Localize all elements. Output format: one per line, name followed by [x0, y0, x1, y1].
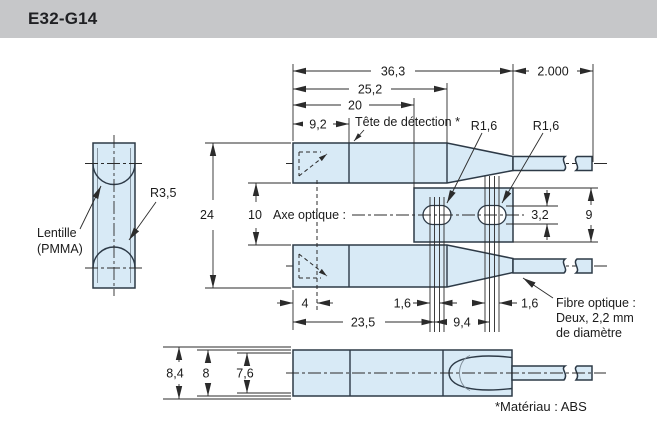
dim-overall-width: 36,3: [381, 65, 405, 79]
dim-hole-height: 3,2: [531, 208, 548, 222]
dim-hole-width-right: 1,6: [521, 297, 538, 311]
dim-body-length: 23,5: [351, 316, 375, 330]
label-radius-left: R1,6: [471, 119, 497, 133]
dim-thickness-mid: 8: [203, 367, 210, 381]
label-optical-axis: Axe optique :: [273, 208, 346, 222]
technical-drawing: Lentille (PMMA) R3,5: [37, 64, 636, 414]
label-radius-right: R1,6: [533, 119, 559, 133]
label-lens-material-2: (PMMA): [37, 242, 83, 256]
dim-lens-from-edge: 4: [302, 297, 309, 311]
dim-head-width: 20: [348, 99, 362, 113]
dim-body-width: 25,2: [358, 83, 382, 97]
label-fiber-note-2: Deux, 2,2 mm: [556, 311, 634, 325]
dim-height: 24: [200, 208, 214, 222]
label-fiber-note-3: de diamètre: [556, 326, 622, 340]
dim-slot-width: 10: [248, 208, 262, 222]
top-arm: [292, 142, 514, 184]
fiber-cable-top-end: [573, 155, 593, 172]
dim-hole-pitch: 9,4: [453, 316, 470, 330]
bottom-arm: [292, 244, 514, 288]
title-bar: E32-G14: [0, 0, 657, 38]
fiber-cable-bottom: [512, 258, 568, 274]
label-fiber-note-1: Fibre optique :: [556, 296, 636, 310]
bottom-view: 8,4 8 7,6: [163, 346, 606, 400]
dim-thickness-outer: 8,4: [166, 367, 183, 381]
page-title: E32-G14: [28, 9, 98, 28]
dim-block-height: 9: [586, 208, 593, 222]
prism-bottom: [298, 253, 328, 279]
side-view: Lentille (PMMA) R3,5: [37, 135, 176, 296]
label-lens-material-1: Lentille: [37, 226, 77, 240]
label-lens-radius: R3,5: [150, 186, 176, 200]
main-view: Axe optique : 36,3 2.000: [200, 64, 636, 340]
dim-thickness-inner: 7,6: [236, 367, 253, 381]
fiber-cable-top: [512, 155, 568, 172]
prism-top: [298, 151, 328, 177]
fiber-cable-bottom-end: [573, 258, 593, 274]
dim-hole-width-left: 1,6: [394, 297, 411, 311]
label-detection-head: Tête de détection *: [355, 115, 460, 129]
dim-lens-offset: 9,2: [309, 118, 326, 132]
material-note: *Matériau : ABS: [495, 399, 587, 414]
dim-fiber-length: 2.000: [537, 65, 568, 79]
